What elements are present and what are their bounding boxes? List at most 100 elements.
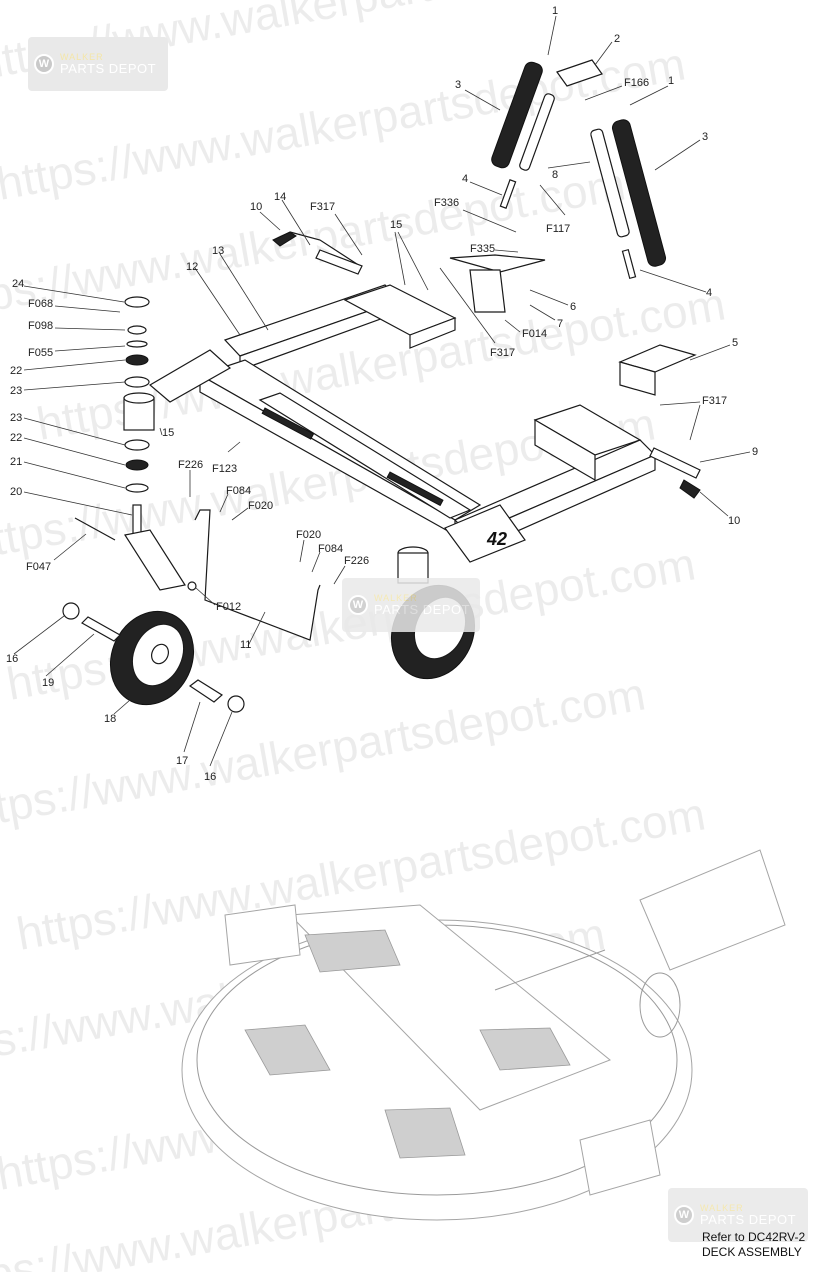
seal	[125, 483, 149, 493]
callout-label: F020	[296, 529, 321, 541]
spring-cover-left	[491, 61, 543, 169]
frame-left-arm	[148, 349, 232, 403]
spring-eyebolt-left	[499, 179, 517, 209]
callout-label: 16	[204, 771, 216, 783]
callout-label: 15	[162, 427, 174, 439]
adjust-bracket-6	[449, 254, 546, 273]
frame-front-plate	[444, 504, 526, 563]
callout-label: F098	[28, 320, 53, 332]
callout-label: F226	[178, 459, 203, 471]
callout-label: F336	[434, 197, 459, 209]
deck-discharge-chute	[639, 849, 786, 971]
walker-logo-icon: W	[348, 595, 368, 615]
callout-label: F020	[248, 500, 273, 512]
left-wheel-hub	[151, 643, 169, 665]
callout-label: 3	[702, 131, 708, 143]
deck-reference-note: Refer to DC42RV-2 DECK ASSEMBLY	[702, 1230, 822, 1260]
deck-right-bracket	[579, 1119, 661, 1196]
logo-text-bottom: PARTS DEPOT	[60, 61, 157, 76]
deck-grille-1	[304, 929, 401, 973]
callout-label: 14	[274, 191, 286, 203]
frame-size-label: 42	[486, 529, 507, 549]
callout-label: 17	[176, 755, 188, 767]
callout-label: 21	[10, 456, 22, 468]
callout-label: F117	[546, 223, 570, 235]
callout-label: 4	[706, 287, 712, 299]
handle-grip-left	[272, 231, 297, 247]
callout-label: 2	[614, 33, 620, 45]
callout-label: F084	[318, 543, 343, 555]
watermark-logo: W WALKER PARTS DEPOT	[342, 578, 480, 632]
axle-bolt	[74, 517, 116, 541]
callout-label: 5	[732, 337, 738, 349]
watermark-logo: W WALKER PARTS DEPOT	[28, 37, 168, 91]
castle-nut	[127, 325, 147, 335]
callout-label: 16	[6, 653, 18, 665]
dust-cap	[124, 296, 150, 308]
spring-cover-right	[611, 119, 667, 267]
callout-label: F166	[624, 77, 649, 89]
callout-label: F084	[226, 485, 251, 497]
wheel-spacer-tube	[81, 616, 121, 642]
pin-left	[315, 249, 363, 275]
wheel-bearing-2	[227, 695, 245, 713]
callout-label: 11	[240, 639, 251, 651]
bail-nut	[187, 581, 197, 591]
callout-label: 7	[557, 318, 563, 330]
callout-label: 8	[552, 169, 558, 181]
caster-housing-top	[123, 392, 155, 404]
spring-bracket	[556, 59, 603, 87]
spring-eyebolt-right	[621, 248, 637, 280]
left-caster-assembly	[74, 296, 186, 591]
callout-layer: 1 2 F166 1 3 3 8 4 F117 F336 F335 6 7 F0…	[6, 5, 758, 783]
callout-label: 4	[462, 173, 468, 185]
callout-label: 23	[10, 385, 22, 397]
callout-label: 22	[10, 365, 22, 377]
callout-label: F123	[212, 463, 237, 475]
pin-right	[649, 447, 701, 479]
adjust-bracket-6-body	[469, 269, 506, 313]
logo-text-top: WALKER	[374, 593, 418, 603]
height-adjust-parts	[272, 231, 701, 499]
bearing-race-lower	[124, 439, 150, 451]
callout-label: F226	[344, 555, 369, 567]
handle-grip-right	[679, 479, 701, 499]
caster-frame: 42	[148, 284, 657, 563]
logo-text-bottom: PARTS DEPOT	[700, 1212, 797, 1227]
deck-grille-3	[479, 1027, 571, 1071]
bearing-cone-lower	[125, 459, 149, 471]
deck-grille-4	[384, 1107, 466, 1159]
callout-label: F317	[310, 201, 335, 213]
logo-text-bottom: PARTS DEPOT	[374, 602, 471, 617]
caster-fork	[124, 529, 186, 591]
callout-label: 13	[212, 245, 224, 257]
deck-wheel	[639, 972, 681, 1038]
callout-label: 20	[10, 486, 22, 498]
frame-right-block-face	[534, 418, 596, 482]
callout-label: F012	[216, 601, 241, 613]
callout-label: F068	[28, 298, 53, 310]
callout-label: 10	[250, 201, 262, 213]
lift-bail-rod	[194, 509, 321, 641]
callout-label: F335	[470, 243, 495, 255]
watermark-logo: W WALKER PARTS DEPOT	[668, 1188, 808, 1242]
callout-label: 22	[10, 432, 22, 444]
lift-springs	[491, 59, 667, 280]
reference-line-2: DECK ASSEMBLY	[702, 1245, 802, 1259]
callout-label: F047	[26, 561, 51, 573]
deck-spring	[494, 949, 606, 991]
callout-label: F014	[522, 328, 547, 340]
deck-left-bracket	[224, 904, 301, 966]
callout-label: 6	[570, 301, 576, 313]
frame-rear-bracket-face	[409, 317, 456, 349]
reference-line-1: Refer to DC42RV-2	[702, 1230, 806, 1244]
callout-label: F317	[702, 395, 727, 407]
callout-label: 23	[10, 412, 22, 424]
logo-text-top: WALKER	[60, 52, 104, 62]
callout-label: 24	[12, 278, 24, 290]
callout-label: 3	[455, 79, 461, 91]
wheel-bearing	[62, 602, 80, 620]
caster-spindle	[132, 504, 142, 536]
walker-logo-icon: W	[34, 54, 54, 74]
